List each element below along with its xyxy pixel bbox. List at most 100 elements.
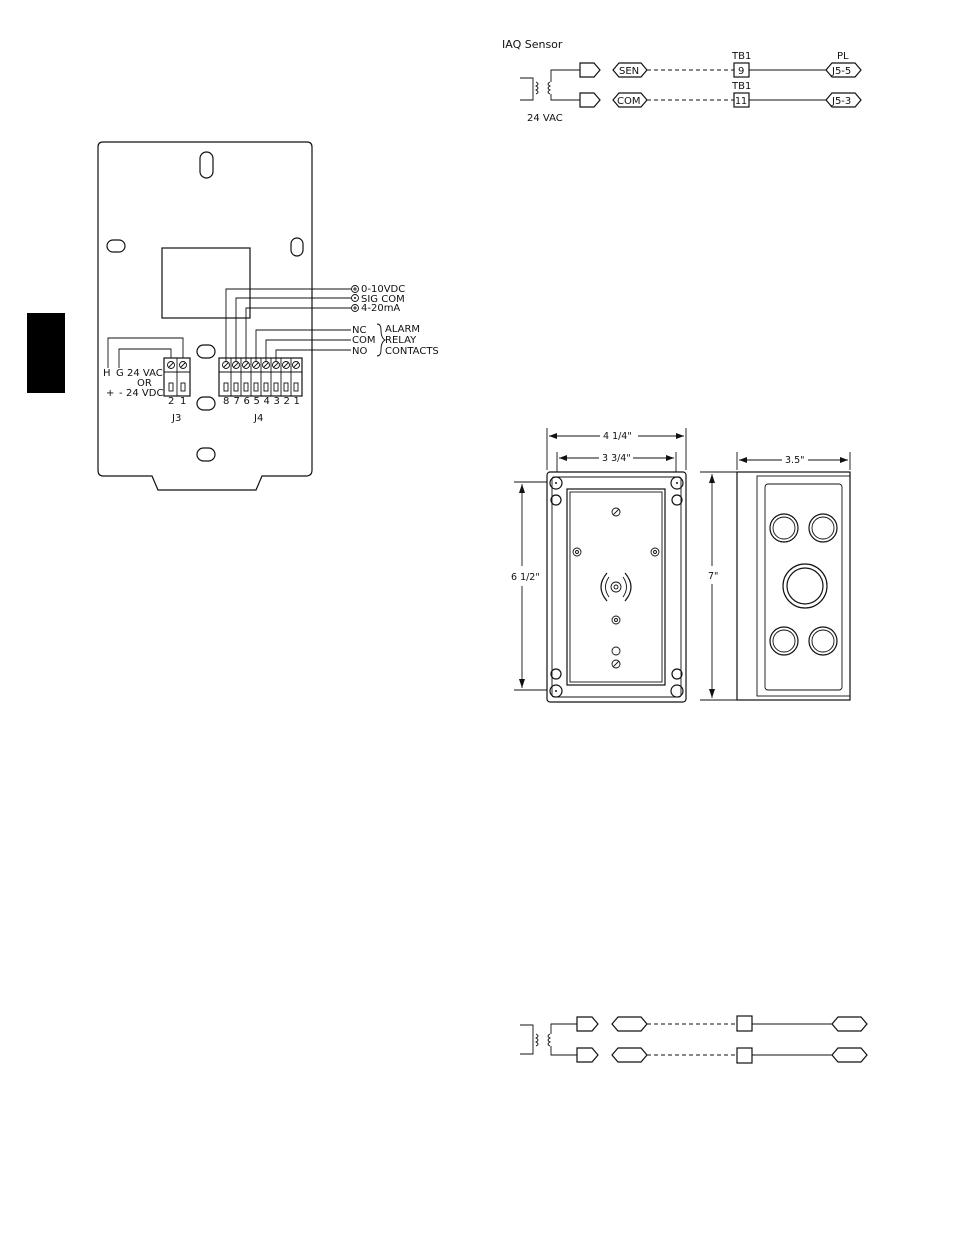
j4-pin-5: 5	[254, 396, 260, 407]
knockout-1	[770, 514, 798, 542]
j4-wire-entry	[234, 383, 238, 391]
mounting-slot-right	[291, 238, 303, 256]
sensor-plug-2	[580, 93, 600, 107]
j4-wire-entry	[254, 383, 258, 391]
relay-term-no: NO	[352, 346, 367, 357]
dim-depth: 3.5"	[785, 455, 804, 466]
com-connector-label: COM	[617, 96, 640, 107]
relay-group-alarm: ALARM	[385, 324, 420, 335]
j3-pin-1: 1	[180, 396, 186, 407]
relay-brace-icon	[377, 324, 385, 356]
j4-wire-entry	[224, 383, 228, 391]
j4-pin-3: 3	[274, 396, 280, 407]
corner-boss-br	[672, 669, 682, 679]
j4-pin-1: 1	[294, 396, 300, 407]
j4-pin-4: 4	[264, 396, 270, 407]
pl-pin-blank-2	[832, 1048, 867, 1062]
coil-icon-2	[548, 82, 550, 94]
j4-screw-slot	[264, 363, 269, 368]
relay-group-contacts: CONTACTS	[385, 346, 439, 357]
secondary-wire-bottom	[551, 94, 580, 100]
mounting-slot-left	[107, 240, 125, 252]
transformer-primary-bottom	[520, 1025, 533, 1054]
terminal-blank-2	[737, 1048, 752, 1063]
lead-relay-no	[276, 350, 351, 361]
j4-pin-8: 8	[223, 396, 229, 407]
enclosure-side-view	[737, 472, 850, 700]
j4-screw-slot	[274, 363, 279, 368]
j3-pin-2: 2	[168, 396, 174, 407]
lead-sig-com	[236, 298, 351, 361]
power-label-plus: +	[106, 388, 114, 399]
tb1-terminal-9-label: 9	[738, 66, 744, 77]
mounting-hole-mid-1	[197, 345, 215, 358]
j4-screw-slot	[294, 363, 299, 368]
sen-connector-label: SEN	[619, 66, 639, 77]
power-label-h: H	[103, 368, 111, 379]
section-side-tab	[27, 313, 65, 393]
sensor-board-diagram: H G 24 VAC OR + - 24 VDC 2 1 J3 8 7 6 5 …	[98, 142, 439, 490]
pl-label: PL	[837, 51, 849, 62]
j3-wire-g	[119, 349, 171, 368]
pl-pin-j5-5-label: J5-5	[831, 66, 851, 77]
secondary-wire-bottom-bottom	[551, 1046, 577, 1055]
j4-pin-2: 2	[284, 396, 290, 407]
sensor-plug-b1	[577, 1017, 598, 1031]
j4-screw-slot	[244, 363, 249, 368]
knockout-2	[809, 514, 837, 542]
mounting-slot-top	[200, 152, 213, 178]
pl-pin-j5-3-label: J5-3	[831, 96, 851, 107]
wiring-diagram-bottom	[520, 1016, 867, 1063]
corner-boss-bl	[551, 669, 561, 679]
cover-screw-left	[573, 548, 581, 556]
j3-label: J3	[171, 413, 181, 424]
j4-wire-entry	[294, 383, 298, 391]
wiring-diagram-top: IAQ Sensor ﾠ 24 VAC SEN COM TB1 9 TB1 11…	[502, 38, 861, 124]
sensor-plug-b2	[577, 1048, 598, 1062]
dim-side-height: 7"	[708, 571, 718, 582]
lead-4-20ma	[246, 308, 351, 361]
cover-screw-right	[651, 548, 659, 556]
supply-label: 24 VAC	[527, 113, 563, 124]
j4-pin-numbers: 8 7 6 5 4 3 2 1	[223, 396, 300, 407]
coil-icon-bottom-2	[548, 1034, 550, 1046]
sensor-board-outline	[98, 142, 312, 490]
sensor-plug-1	[580, 63, 600, 77]
dim-height: 6 1/2"	[511, 572, 540, 583]
connector-blank-2	[612, 1048, 647, 1062]
relay-term-com: COM	[352, 335, 375, 346]
sensor-module	[162, 248, 250, 318]
enclosure-cover-plate	[567, 489, 665, 685]
tb1-terminal-11-label: 11	[735, 96, 747, 107]
coil-icon-bottom	[536, 1034, 538, 1046]
tb1-label-1: TB1	[731, 51, 751, 62]
corner-boss-tr	[672, 495, 682, 505]
dim-inner-width: 3 3/4"	[602, 453, 631, 464]
j4-terminal-cells	[223, 358, 300, 396]
sensor-center-icon	[611, 582, 621, 592]
knockout-center	[783, 564, 827, 608]
connector-blank-1	[612, 1017, 647, 1031]
mounting-hole-bottom	[197, 448, 215, 461]
power-label-g: G	[116, 368, 124, 379]
j4-screw-slot	[254, 363, 259, 368]
tb1-label-2: TB1	[731, 81, 751, 92]
power-label-minus: -	[119, 388, 123, 399]
wiring-title: IAQ Sensor	[502, 38, 563, 51]
j4-wire-entry	[244, 383, 248, 391]
dimension-drawing: 4 1/4" 3 3/4" 6 1/2"	[511, 428, 850, 702]
terminal-blank-1	[737, 1016, 752, 1031]
j4-screw-slot	[284, 363, 289, 368]
knockout-3	[770, 627, 798, 655]
power-label-24vdc: 24 VDC	[126, 388, 163, 399]
pl-pin-blank-1	[832, 1017, 867, 1031]
j4-pin-6: 6	[244, 396, 250, 407]
j4-wire-entry	[264, 383, 268, 391]
lead-relay-nc	[256, 330, 351, 361]
transformer-primary	[520, 78, 533, 100]
cover-screw-mid	[612, 616, 620, 624]
mounting-hole-mid-2	[197, 397, 215, 410]
sensor-opening-right	[625, 573, 631, 601]
j4-wire-entry	[274, 383, 278, 391]
